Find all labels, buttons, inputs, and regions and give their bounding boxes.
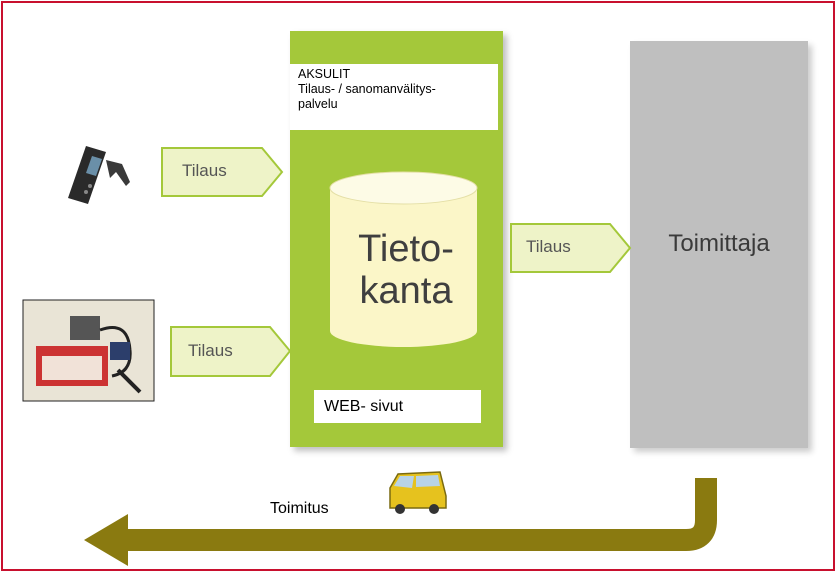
delivery-arrow — [84, 478, 717, 566]
order-arrow-2 — [170, 326, 292, 377]
order-arrow-1 — [161, 147, 284, 197]
order-arrow-3 — [510, 223, 632, 273]
delivery-label: Toimitus — [270, 500, 329, 517]
supplier-panel — [630, 41, 808, 448]
service-description-line2: palvelu — [298, 97, 338, 111]
handheld-terminal-icon — [22, 299, 155, 402]
database-label: Tieto- kanta — [335, 228, 477, 312]
database-label-line1: Tieto- — [358, 228, 454, 270]
supplier-label: Toimittaja — [668, 230, 770, 257]
mobile-phone-icon — [56, 134, 160, 214]
service-description-line1: Tilaus- / sanomanvälitys- — [298, 82, 436, 96]
delivery-van-icon — [381, 466, 451, 516]
order-arrow-3-label: Tilaus — [526, 237, 571, 256]
order-arrow-1-label: Tilaus — [182, 161, 227, 180]
database-label-line2: kanta — [359, 270, 453, 312]
database-cylinder-icon — [329, 171, 478, 347]
service-title-box: AKSULIT Tilaus- / sanomanvälitys- palvel… — [290, 64, 498, 130]
web-pages-box: WEB- sivut — [314, 390, 481, 423]
order-arrow-2-label: Tilaus — [188, 341, 233, 360]
service-name: AKSULIT — [298, 67, 351, 81]
